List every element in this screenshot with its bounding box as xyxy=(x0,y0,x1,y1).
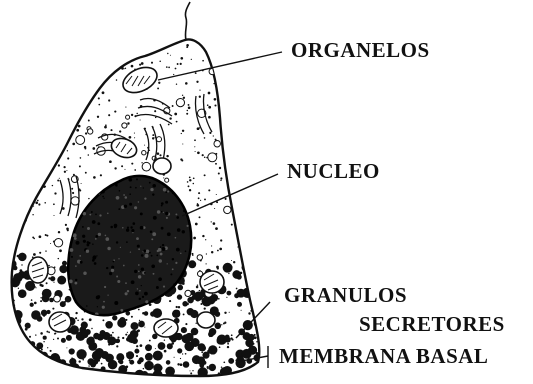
secretores-label: SECRETORES xyxy=(359,314,505,335)
organelos-label: ORGANELOS xyxy=(291,40,430,61)
granulos-label: GRANULOS xyxy=(284,285,407,306)
nucleo-label: NUCLEO xyxy=(287,161,380,182)
cilium xyxy=(185,2,190,40)
membrana-basal-label: MEMBRANA BASAL xyxy=(279,346,488,367)
